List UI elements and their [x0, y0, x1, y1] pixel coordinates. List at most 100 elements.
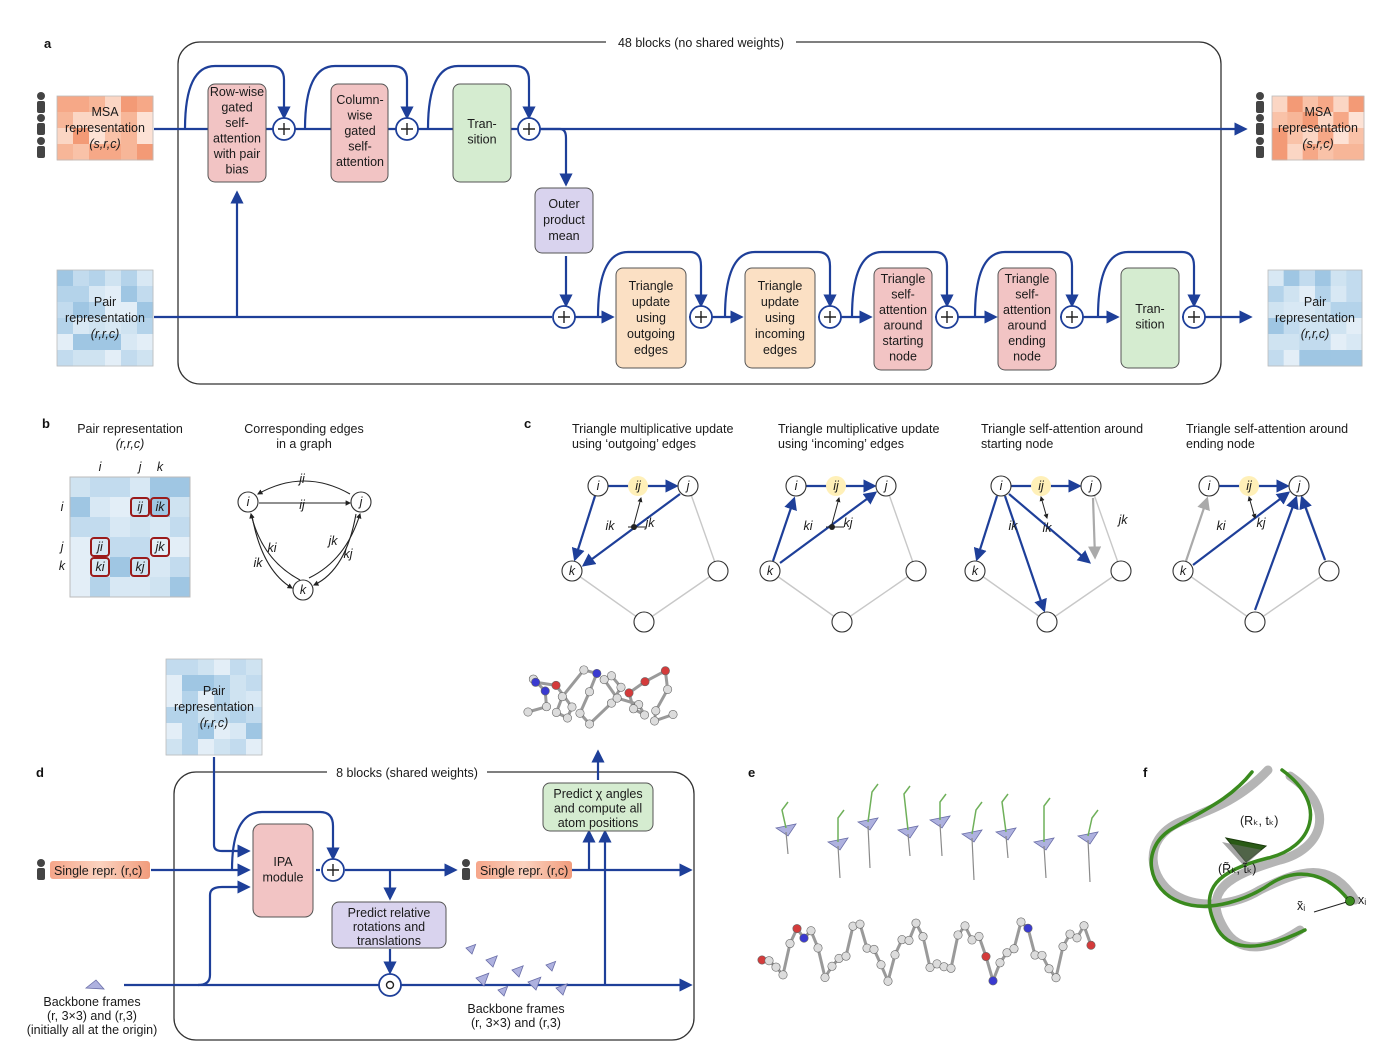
tile-cell [1302, 112, 1319, 129]
atom [1044, 964, 1054, 974]
context-edge [1090, 485, 1122, 572]
matrix-cell [70, 517, 91, 538]
sidechain [785, 831, 789, 855]
graph-node [1080, 475, 1102, 497]
panel-e-label: e [748, 765, 755, 780]
text-line: attention [336, 155, 384, 169]
pair-track-arrows [154, 250, 1253, 324]
tile-cell [198, 659, 215, 676]
atom [668, 709, 678, 719]
backbone-frame [475, 972, 490, 987]
edge-arrow [1192, 491, 1291, 566]
tile-cell [57, 128, 74, 145]
tile-cell [1346, 302, 1363, 319]
cell-label: ji [95, 540, 104, 554]
sidechain [1087, 809, 1099, 837]
pair-matrix-title: Pair representation [77, 422, 183, 436]
text-line: product [543, 213, 585, 227]
context-edge [571, 570, 645, 623]
tile-cell [1346, 350, 1363, 367]
tile-cell [1330, 350, 1347, 367]
tile-cell [1268, 286, 1285, 303]
sidechain [1005, 835, 1009, 859]
graph-edge [308, 512, 362, 579]
graph-node [875, 475, 897, 497]
panel-f-label: f [1143, 765, 1148, 780]
tile-cell [166, 723, 183, 740]
text-line: (r,r,c) [91, 327, 119, 341]
matrix-cell [70, 537, 91, 558]
sidechain [903, 785, 911, 831]
plus-sign [523, 123, 535, 135]
node-label: j [1088, 479, 1094, 493]
tile-cell [214, 659, 231, 676]
tile-cell [73, 350, 90, 367]
text-line: atom positions [558, 816, 639, 830]
bond [949, 934, 960, 969]
triangle-diagram-title: using ‘incoming’ edges [778, 437, 904, 451]
graph-node [707, 560, 729, 582]
triangle-diagram-title: Triangle multiplicative update [778, 422, 939, 436]
tile-cell [1299, 350, 1316, 367]
atom [876, 960, 886, 970]
svg-text:Single repr. (r,c): Single repr. (r,c) [54, 864, 142, 878]
matrix-cell [170, 577, 191, 598]
atom [778, 970, 788, 980]
protein-atom-model-top [523, 665, 678, 729]
sidechain [867, 825, 871, 869]
tile-cell [1268, 318, 1285, 335]
atom [925, 962, 935, 972]
tile-cell [214, 691, 231, 708]
text-line: MSA [1304, 105, 1332, 119]
tile-cell [246, 659, 263, 676]
tile-cell [1302, 144, 1319, 161]
text-line: sition [1135, 318, 1164, 332]
tile-cell [137, 318, 154, 335]
edge-arrow [973, 495, 999, 562]
evoformer-block-title: 48 blocks (no shared weights) [618, 36, 784, 50]
edge-label: ik [605, 519, 615, 533]
edge-arrow [1184, 496, 1210, 562]
matrix-cell [90, 477, 111, 498]
matrix-cell [130, 497, 151, 518]
svg-text:Tran-sition: Tran-sition [1135, 302, 1164, 332]
atom [960, 921, 970, 931]
sidechain [781, 801, 789, 829]
plus-sign [558, 311, 570, 323]
tile-cell [230, 691, 247, 708]
atom [1086, 940, 1096, 950]
atom [592, 668, 602, 678]
svg-text:Tran-sition: Tran-sition [467, 117, 496, 147]
matrix-cell [130, 477, 151, 498]
matrix-cell [130, 537, 151, 558]
attention-arrow [1247, 496, 1257, 519]
tile-cell [105, 334, 122, 351]
text-line: representation [174, 700, 254, 714]
atom [624, 688, 634, 698]
atom [1023, 923, 1033, 933]
tile-cell [89, 318, 106, 335]
tile-cell [1268, 350, 1285, 367]
text-line: gated [344, 124, 375, 138]
tile-cell [246, 691, 263, 708]
plus-sign [695, 311, 707, 323]
tile-cell [1272, 144, 1288, 161]
matrix-cell [70, 577, 91, 598]
atom [988, 976, 998, 986]
tile-cell [105, 286, 122, 303]
atom [640, 677, 650, 687]
tile-cell [1287, 112, 1304, 129]
edge-label: ij [635, 479, 642, 493]
tile-cell [89, 128, 106, 145]
text-line: translations [357, 934, 421, 948]
text-line: Predict relative [348, 906, 431, 920]
atom [869, 944, 879, 954]
panel-a-label: a [44, 36, 52, 51]
graph-node [1318, 560, 1340, 582]
tile-cell [182, 723, 199, 740]
edge-label: ij [833, 479, 840, 493]
tile-cell [73, 286, 90, 303]
graph-node [1244, 611, 1266, 633]
